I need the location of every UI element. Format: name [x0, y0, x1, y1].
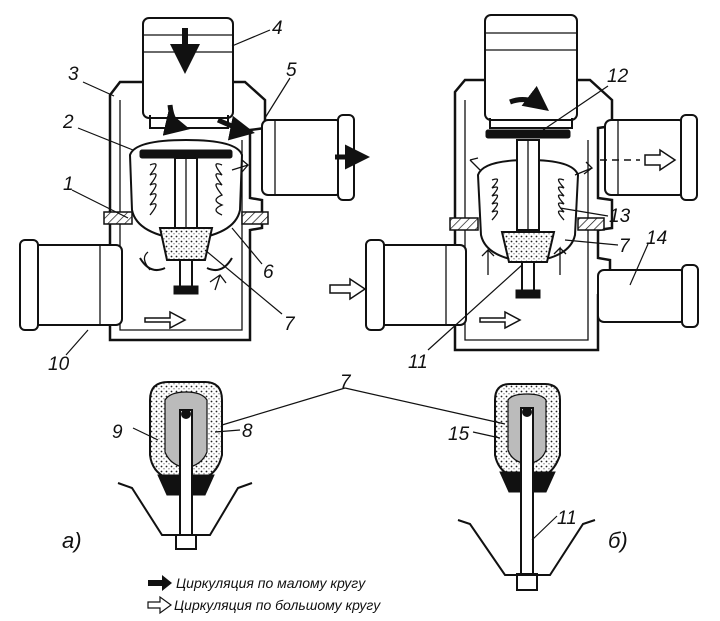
legend-small-circle: Циркуляция по малому кругу: [148, 575, 366, 591]
spring-left: [149, 163, 224, 216]
leaders-left: [65, 29, 291, 356]
callout-11-bottom: 11: [557, 508, 577, 529]
legend: Циркуляция по малому кругу Циркуляция по…: [147, 575, 381, 615]
callout-3: 3: [68, 64, 79, 85]
leaders-right: [427, 85, 649, 351]
callout-15: 15: [448, 424, 470, 445]
callout-4: 4: [272, 18, 283, 39]
thermostat-right: [329, 14, 699, 352]
callout-1: 1: [63, 174, 74, 195]
spring-right: [491, 178, 565, 221]
legend-large-circle: Циркуляция по большому кругу: [147, 595, 381, 615]
left-pipe-left: [19, 239, 123, 331]
valve-cup-left: [128, 138, 244, 242]
callout-7-right: 7: [619, 236, 631, 257]
callout-7-bottom: 7: [340, 372, 352, 393]
thermostat-left: [19, 17, 370, 342]
callout-10: 10: [48, 354, 70, 375]
callout-9: 9: [112, 422, 123, 443]
top-pipe-right: [484, 14, 578, 129]
callout-14: 14: [646, 228, 667, 249]
callout-13: 13: [609, 206, 631, 227]
callout-7: 7: [284, 314, 296, 335]
callout-12: 12: [607, 66, 629, 87]
thermoelement-detail-b: [457, 383, 596, 591]
leaders-bottom: [132, 387, 558, 541]
callout-2: 2: [62, 112, 74, 133]
hollow-arrow-icon: [147, 595, 173, 615]
callout-6: 6: [263, 262, 274, 283]
thermoelement-detail-a: [117, 381, 253, 550]
callout-5: 5: [286, 60, 297, 81]
sublabel-a: а): [62, 528, 82, 553]
legend-small-circle-text: Циркуляция по малому кругу: [176, 575, 366, 591]
sublabel-b: б): [608, 528, 628, 553]
solid-arrow-icon: [148, 575, 172, 591]
callout-11: 11: [408, 352, 428, 373]
right-lower-pipe: [597, 264, 699, 328]
callouts: 1 2 3 4 5 6 7 10 12 13 7 14 11 7 9 8 15 …: [48, 18, 667, 529]
callout-8: 8: [242, 421, 253, 442]
legend-large-circle-text: Циркуляция по большому кругу: [174, 597, 381, 613]
left-pipe-right: [365, 239, 467, 331]
